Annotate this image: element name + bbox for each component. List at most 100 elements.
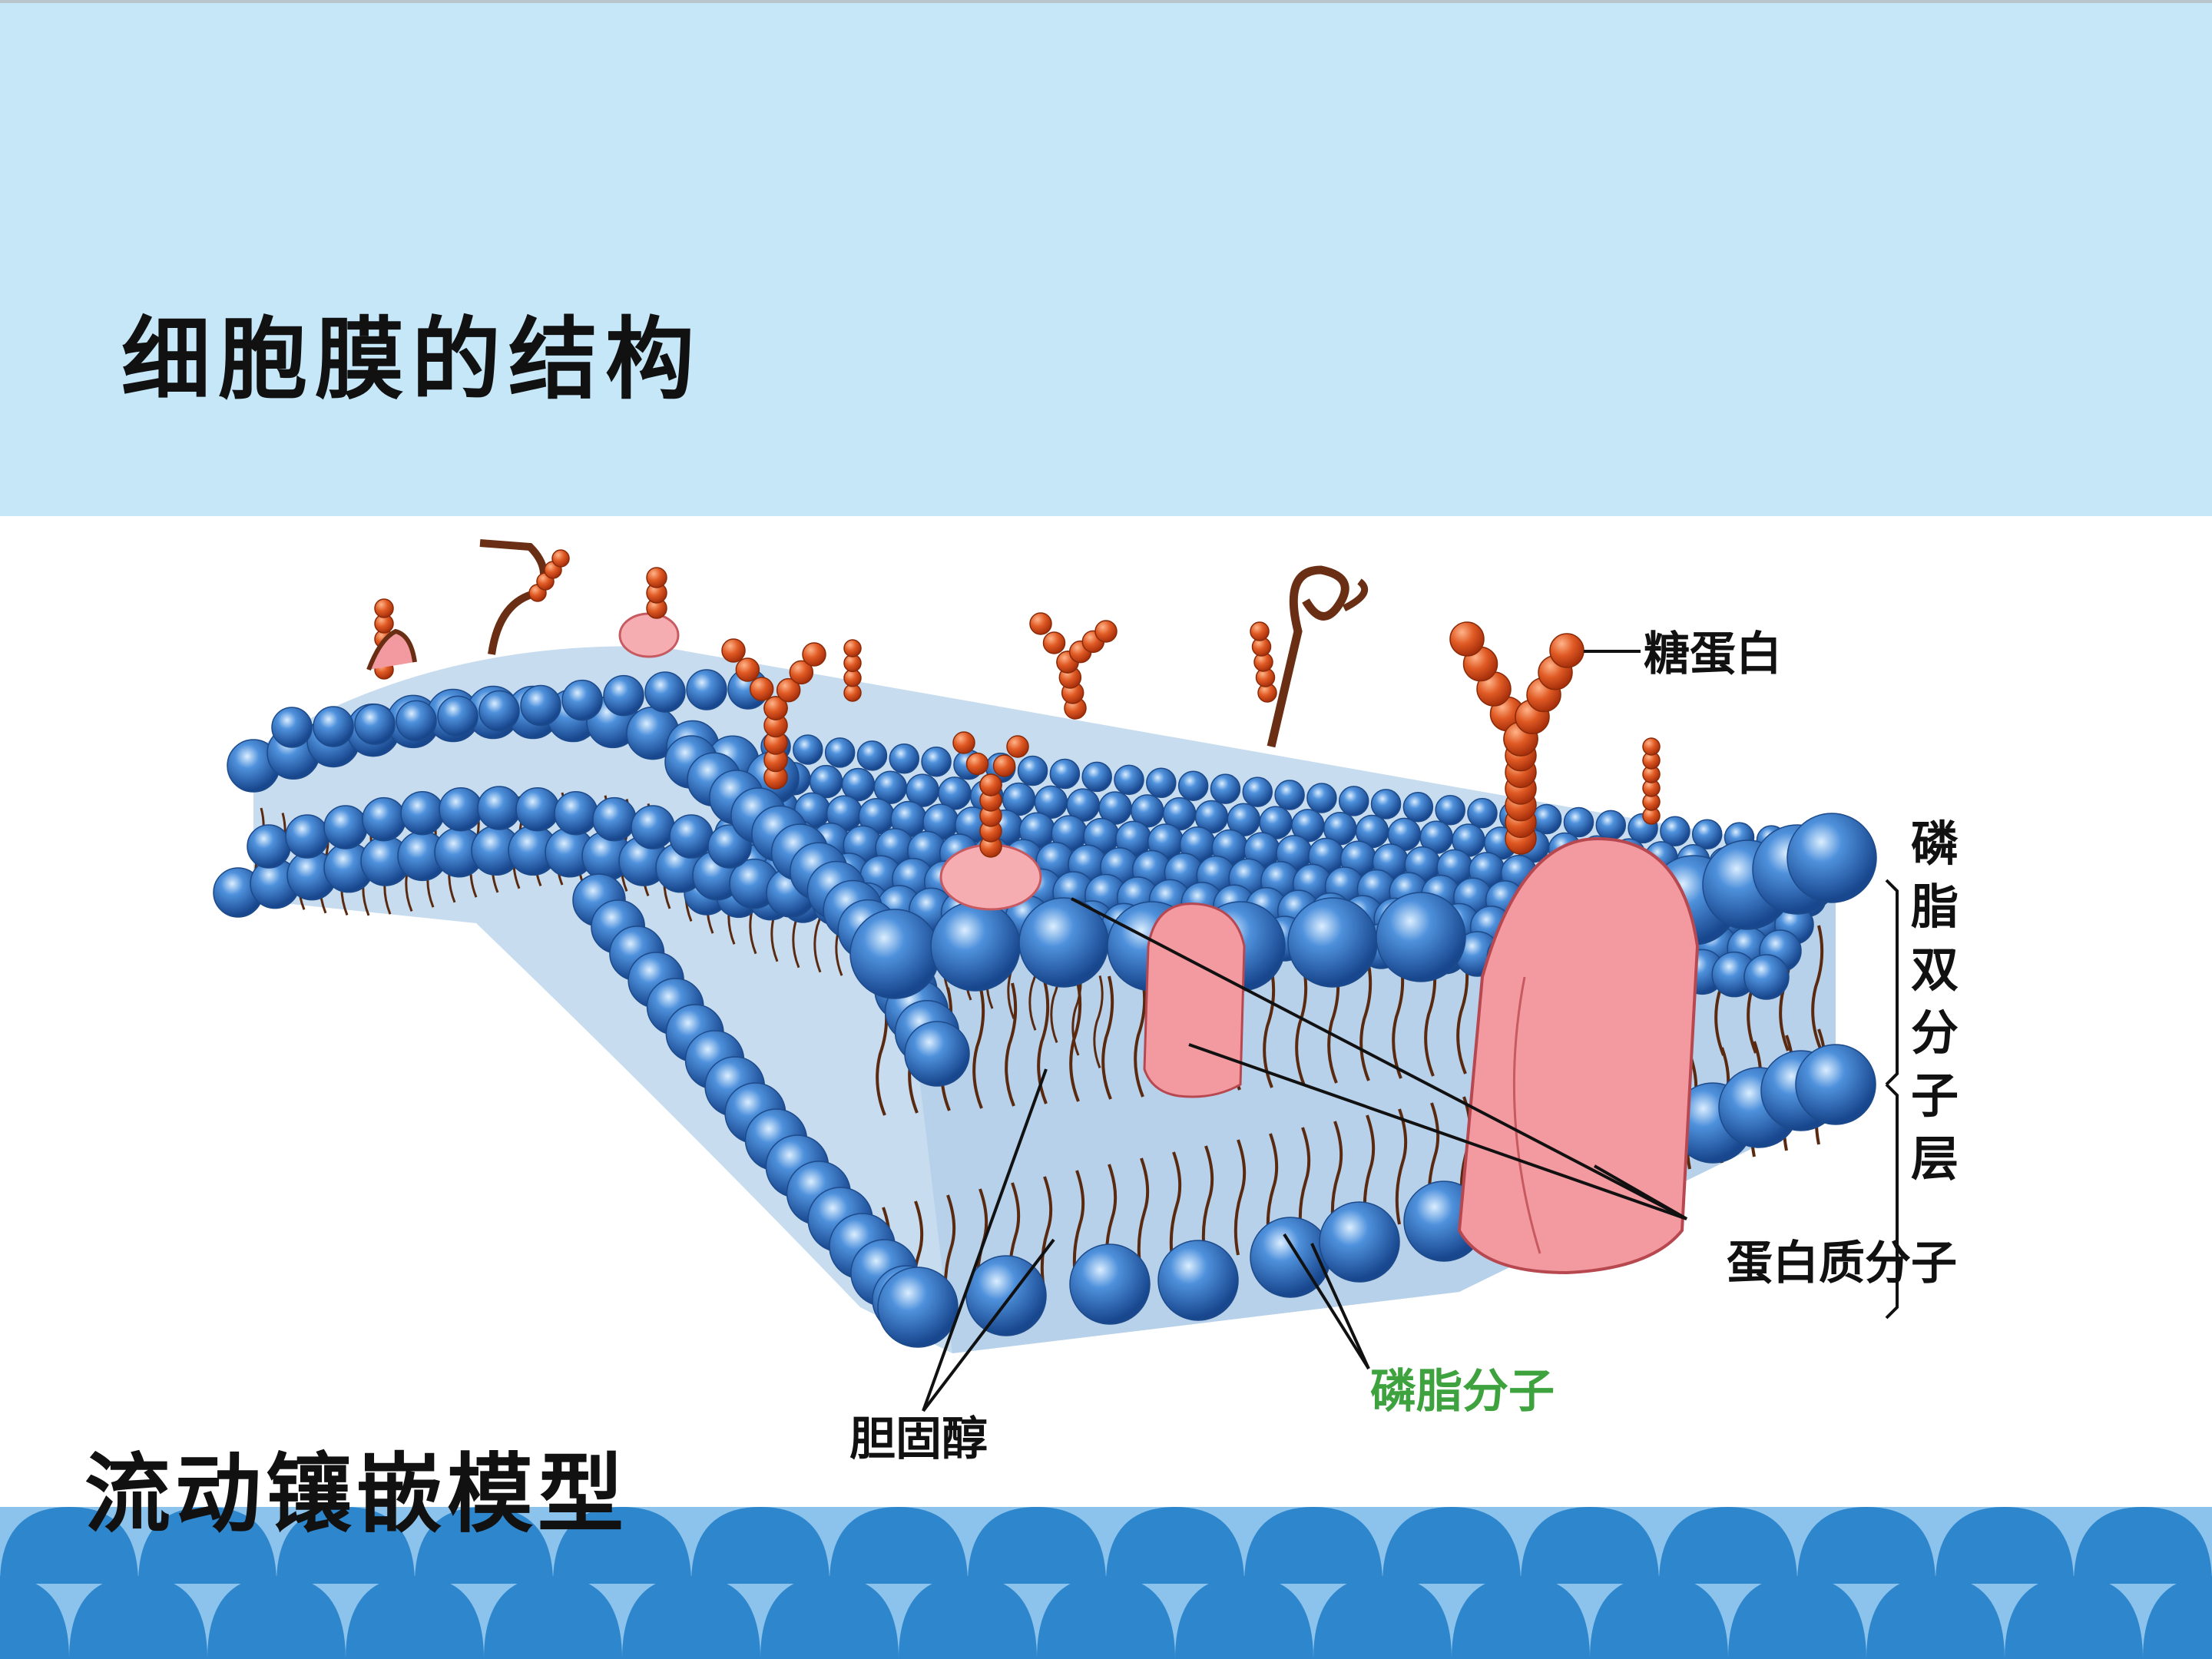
wave-scallop — [415, 1507, 553, 1584]
sugar-bead — [1094, 620, 1118, 643]
wave-scallop — [899, 1576, 1037, 1659]
lipid-tail — [1359, 957, 1373, 1081]
wave-scallop — [691, 1507, 830, 1584]
phospholipid-head — [1242, 777, 1273, 807]
label-phospholipid-bilayer: 磷 脂 双 分 子 层 — [1911, 816, 1959, 1187]
phospholipid-head — [1691, 819, 1723, 849]
wave-scallop — [0, 1576, 69, 1659]
sugar-bead — [843, 639, 862, 657]
wave-scallop — [69, 1576, 207, 1659]
phospholipid-head — [323, 805, 368, 849]
wave-scallop — [1797, 1507, 1936, 1584]
sugar-bead — [1029, 612, 1052, 635]
sugar-bead — [952, 731, 975, 754]
sugar-bead — [735, 657, 760, 682]
sugar-bead — [1250, 621, 1270, 641]
phospholipid-head — [1795, 1044, 1876, 1125]
sugar-bead — [374, 598, 394, 618]
phospholipid-head — [669, 814, 714, 859]
wave-scallop — [553, 1507, 691, 1584]
lipid-tail — [1101, 975, 1114, 1100]
wave-scallop — [276, 1507, 415, 1584]
phospholipid-head — [793, 734, 823, 765]
sugar-strand — [366, 628, 417, 671]
lipid-tail — [1295, 962, 1308, 1086]
phospholipid-head — [1563, 806, 1594, 838]
sugar-bead — [721, 638, 746, 663]
wave-scallop — [1037, 1576, 1175, 1659]
wave-scallop — [138, 1507, 276, 1584]
wave-scallop — [1936, 1507, 2074, 1584]
phospholipid-head — [1319, 1201, 1400, 1283]
phospholipid-head — [1370, 789, 1402, 820]
sugar-strand — [1342, 578, 1369, 612]
wave-scallop — [484, 1576, 622, 1659]
sugar-bead — [646, 567, 667, 588]
wave-scallop — [1521, 1507, 1659, 1584]
phospholipid-head — [437, 695, 478, 737]
phospholipid-head — [400, 790, 445, 836]
phospholipid-head — [1114, 764, 1144, 796]
wave-scallop — [622, 1576, 760, 1659]
sugar-bead — [802, 642, 826, 667]
label-bilayer-char-3: 双 — [1911, 942, 1959, 998]
wave-scallop — [1866, 1576, 2005, 1659]
sugar-bead — [1549, 633, 1584, 668]
sugar-bead — [1449, 621, 1485, 657]
wave-footer — [0, 1507, 2212, 1659]
sugar-bead — [749, 677, 774, 701]
wave-row-bottom — [0, 1576, 2212, 1659]
wave-scallop — [2005, 1576, 2143, 1659]
phospholipid-head — [396, 700, 437, 742]
wave-scallop — [1659, 1507, 1797, 1584]
phospholipid-head — [1146, 767, 1177, 799]
sugar-bead — [789, 660, 814, 685]
wave-scallop — [1175, 1576, 1313, 1659]
sugar-bead — [551, 549, 570, 568]
lipid-tail — [1040, 1176, 1053, 1293]
phospholipid-head — [1402, 792, 1434, 823]
slide-header-band: 细胞膜的结构 — [0, 0, 2212, 516]
phospholipid-head — [921, 746, 952, 777]
phospholipid-head — [313, 706, 354, 747]
phospholipid-head — [478, 690, 520, 732]
lipid-tail — [1005, 982, 1018, 1107]
sugar-bead — [763, 696, 788, 720]
phospholipid-head — [1660, 816, 1690, 847]
phospholipid-head — [592, 796, 637, 842]
label-bilayer-char-4: 分 — [1911, 1005, 1959, 1061]
sugar-bead — [1042, 631, 1066, 654]
wave-scallop — [1106, 1507, 1244, 1584]
lipid-tail — [1134, 973, 1147, 1098]
sugar-bead — [776, 677, 801, 703]
wave-scallop — [1728, 1576, 1866, 1659]
phospholipid-head — [889, 743, 920, 774]
wave-scallop — [0, 1507, 138, 1584]
phospholipid-head — [1595, 810, 1627, 841]
phospholipid-head — [824, 737, 856, 768]
phospholipid-head — [561, 679, 603, 721]
phospholipid-head — [1069, 1243, 1151, 1325]
sugar-bead — [1006, 735, 1029, 758]
lipid-tail — [1093, 975, 1104, 1068]
wave-scallop — [2143, 1576, 2212, 1659]
sugar-bead — [992, 754, 1016, 777]
phospholipid-head — [686, 669, 727, 710]
sugar-bead — [1642, 737, 1661, 756]
protein-cap — [618, 612, 680, 658]
phospholipid-head — [1157, 1240, 1239, 1321]
phospholipid-head — [247, 824, 291, 869]
label-bilayer-char-2: 脂 — [1911, 879, 1959, 935]
label-bilayer-char-6: 层 — [1911, 1131, 1959, 1187]
slide-title: 细胞膜的结构 — [121, 307, 702, 412]
label-glycoprotein: 糖蛋白 — [1644, 628, 1782, 681]
wave-scallop — [1590, 1576, 1728, 1659]
phospholipid-head — [362, 796, 406, 842]
wave-scallop — [207, 1576, 346, 1659]
phospholipid-head — [554, 790, 598, 836]
phospholipid-head — [849, 909, 940, 999]
phospholipid-head — [1081, 761, 1112, 793]
phospholipid-head — [1435, 794, 1465, 826]
slide-subtitle: 流动镶嵌模型 — [84, 1444, 628, 1545]
phospholipid-head — [1376, 892, 1466, 982]
